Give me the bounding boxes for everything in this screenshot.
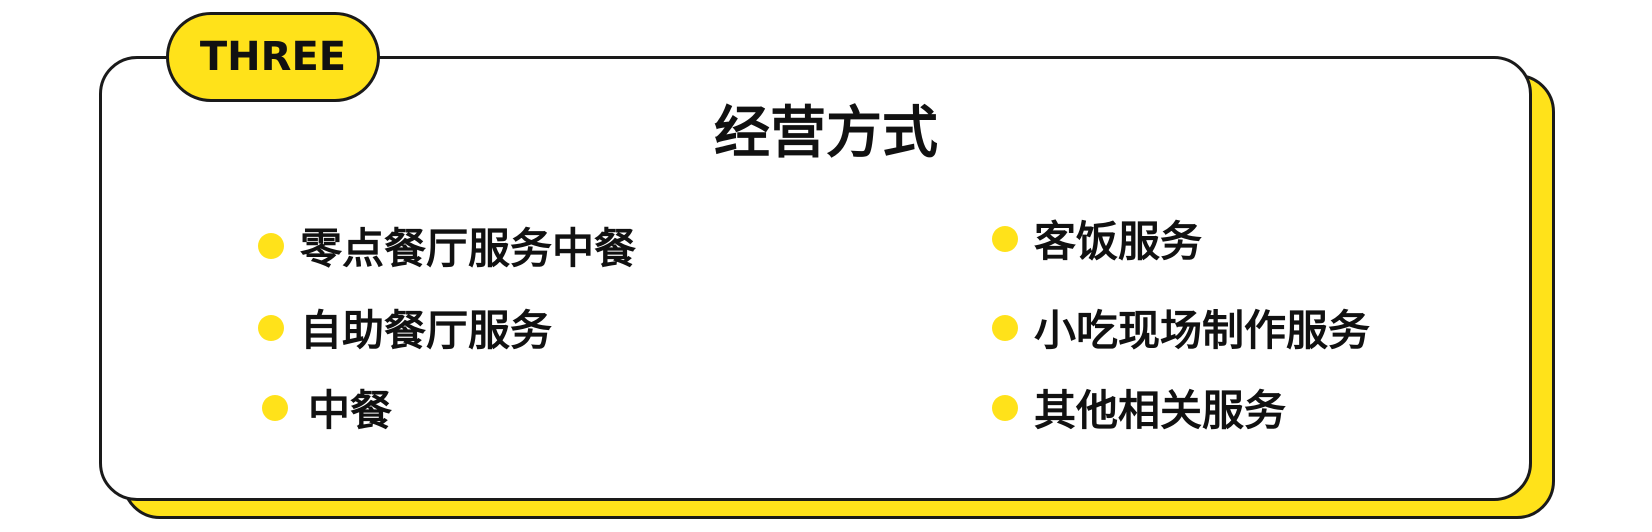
list-item: 中餐 [262,377,392,438]
bullet-dot-icon [992,314,1018,341]
bullet-dot-icon [258,232,284,259]
bullet-dot-icon [258,314,284,341]
list-item-label: 其他相关服务 [1034,386,1287,435]
section-title: 经营方式 [714,101,938,166]
bullet-dot-icon [262,394,288,421]
list-item: 小吃现场制作服务 [992,297,1370,358]
list-item-label: 自助餐厅服务 [300,306,553,355]
content-card [99,56,1532,501]
list-item-label: 客饭服务 [1034,217,1203,266]
list-item: 客饭服务 [992,208,1202,269]
list-item-label: 中餐 [308,386,393,435]
list-item: 其他相关服务 [992,377,1286,438]
bullet-dot-icon [992,225,1018,252]
list-item: 零点餐厅服务中餐 [258,215,636,276]
bullet-dot-icon [992,394,1018,421]
list-item-label: 小吃现场制作服务 [1034,306,1371,355]
section-tag: THREE [166,12,380,102]
list-item-label: 零点餐厅服务中餐 [300,224,637,273]
section-tag-label: THREE [199,34,347,80]
list-item: 自助餐厅服务 [258,297,552,358]
